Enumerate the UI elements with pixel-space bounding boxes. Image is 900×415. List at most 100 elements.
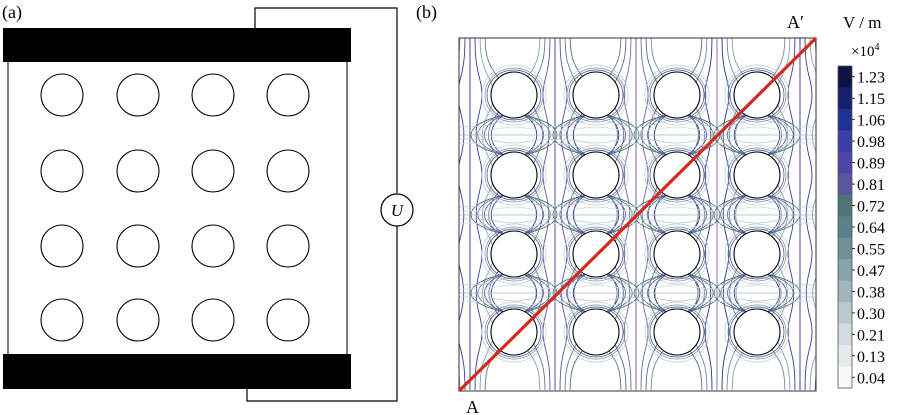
field-line-43	[490, 194, 505, 235]
colorbar-tick-label-4: 0.89	[857, 156, 885, 173]
inclusion-halo-r1-c1-2	[486, 69, 542, 121]
field-line-49	[523, 194, 551, 235]
inclusion-halo-r2-c2-0	[563, 144, 629, 206]
field-line-23	[704, 38, 713, 391]
inclusion-a-r3-c4	[266, 224, 310, 268]
colorbar-multiplier-base: ×10	[851, 44, 874, 60]
inclusion-halo-r3-c4-1	[727, 226, 787, 282]
inclusion-b-r2-c4	[733, 151, 781, 199]
inclusion-halo-r2-c3-2	[649, 149, 705, 201]
inclusion-a-r2-c2	[116, 149, 160, 193]
colorbar-tick-label-9: 0.47	[857, 263, 885, 280]
colorbar-tick-label-10: 0.38	[857, 284, 885, 301]
inclusion-halo-r2-c1-1	[484, 147, 544, 203]
inclusion-halo-r4-c2-0	[563, 301, 629, 363]
colorbar-segment-13	[838, 345, 852, 368]
colorbar-multiplier-exponent: 4	[874, 42, 879, 53]
inclusion-halo-r2-c3-1	[647, 147, 707, 203]
field-line-119	[766, 194, 781, 235]
inclusion-halo-r2-c4-0	[724, 144, 790, 206]
field-line-33	[809, 38, 816, 390]
inclusion-halo-r1-c4-2	[729, 69, 785, 121]
field-line-142	[459, 284, 815, 290]
colorbar-segment-14	[838, 366, 852, 389]
inclusion-b-r1-c1	[490, 71, 538, 119]
inclusion-b-r3-c3	[653, 230, 701, 278]
colorbar-tick-label-11: 0.30	[857, 306, 885, 323]
inclusion-a-r2-c1	[40, 149, 84, 193]
inclusion-halo-r2-c4-2	[729, 149, 785, 201]
field-line-2	[459, 38, 466, 391]
inclusion-halo-r3-c3-1	[647, 226, 707, 282]
inclusion-grid-a	[40, 73, 310, 342]
inclusion-halo-r1-c3-2	[649, 69, 705, 121]
voltage-source-symbol: U	[391, 201, 405, 220]
field-line-120	[766, 194, 787, 235]
field-line-16	[623, 38, 632, 391]
inclusion-halo-r4-c4-0	[724, 301, 790, 363]
inclusion-a-r3-c2	[116, 224, 160, 268]
colorbar-segment-3	[838, 130, 852, 153]
field-line-97	[686, 194, 714, 235]
inclusion-b-r2-c2	[572, 151, 620, 199]
voltage-source	[380, 193, 414, 227]
inclusion-halo-r2-c2-2	[568, 149, 624, 201]
colorbar-tick-label-6: 0.72	[857, 199, 885, 216]
colorbar-tick-label-12: 0.21	[857, 327, 885, 344]
field-line-144	[459, 296, 815, 302]
field-line-71	[605, 194, 620, 235]
field-line-46	[470, 194, 505, 235]
inclusion-b-r4-c4	[733, 308, 781, 356]
panel-a: (a) U	[2, 2, 414, 402]
inclusion-b-r3-c1	[490, 230, 538, 278]
inclusion-halo-r4-c2-2	[568, 306, 624, 358]
inclusion-halo-r1-c1-1	[484, 67, 544, 123]
inclusion-halo-r4-c2-1	[566, 304, 626, 360]
inclusion-a-r1-c1	[40, 73, 84, 117]
field-line-96	[686, 194, 707, 235]
inclusion-halo-r2-c2-1	[566, 147, 626, 203]
colorbar-segment-0	[838, 66, 852, 88]
field-line-44	[484, 194, 505, 235]
inclusion-b-r4-c2	[572, 308, 620, 356]
field-line-131	[459, 118, 815, 128]
inclusion-halo-r3-c3-0	[644, 223, 710, 285]
inclusion-halo-r4-c4-2	[729, 306, 785, 358]
field-line-136	[459, 198, 815, 208]
inclusion-halo-r3-c2-2	[568, 228, 624, 280]
inclusion-halo-r1-c4-1	[727, 67, 787, 123]
colorbar-segment-9	[838, 259, 852, 282]
field-line-98	[686, 194, 721, 235]
field-line-116	[727, 194, 748, 235]
colorbar-segment-10	[838, 280, 852, 303]
inclusion-b-r4-c3	[653, 308, 701, 356]
colorbar-segment-12	[838, 323, 852, 346]
field-line-30	[787, 38, 796, 391]
field-line-134	[459, 138, 815, 144]
inclusion-a-r4-c4	[266, 298, 310, 342]
field-line-1	[459, 38, 461, 390]
field-line-117	[720, 194, 748, 235]
inclusion-b-r1-c2	[572, 71, 620, 119]
field-line-47	[523, 194, 538, 235]
bottom-electrode	[3, 354, 351, 389]
inclusion-halo-r1-c1-0	[481, 64, 547, 126]
colorbar-tick-label-0: 1.23	[857, 70, 885, 87]
inclusion-halo-r2-c3-0	[644, 144, 710, 206]
field-line-68	[566, 194, 587, 235]
field-line-50	[523, 194, 558, 235]
field-plot-frame	[458, 37, 817, 392]
colorbar-segment-4	[838, 151, 852, 174]
inclusion-halo-r3-c2-1	[566, 226, 626, 282]
field-line-70	[552, 194, 587, 235]
panel-b-label: (b)	[416, 2, 437, 23]
field-line-139	[459, 218, 815, 224]
inclusion-a-r1-c2	[116, 73, 160, 117]
colorbar-tick-label-8: 0.55	[857, 241, 885, 258]
inclusion-b-r3-c4	[733, 230, 781, 278]
inclusion-halo-r1-c2-2	[568, 69, 624, 121]
field-line-135	[459, 142, 815, 152]
inclusion-halo-r1-c3-1	[647, 67, 707, 123]
inclusion-halo-r3-c1-2	[486, 228, 542, 280]
